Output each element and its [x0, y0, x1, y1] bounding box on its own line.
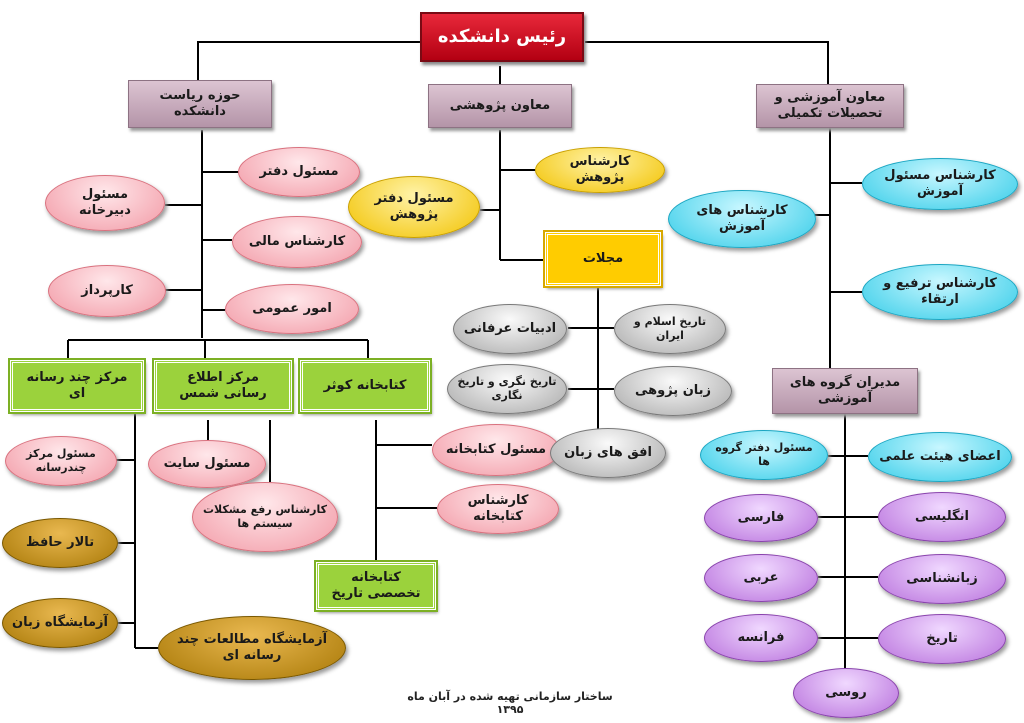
russian-dept-node: روسی — [793, 668, 899, 718]
education-header: معاون آموزشی و تحصیلات تکمیلی — [756, 84, 904, 128]
historiography-node: تاریخ نگری و تاریخ نگاری — [447, 364, 567, 414]
faculty-members-node: اعضای هیئت علمی — [868, 432, 1012, 482]
research-expert-node: کارشناس پژوهش — [535, 147, 665, 193]
multimedia-studies-lab-node: آزمایشگاه مطالعات چند رسانه ای — [158, 616, 346, 680]
education-experts-node: کارشناس های آموزش — [668, 190, 816, 248]
promotion-expert-node: کارشناس ترفیع و ارتقاء — [862, 264, 1018, 320]
general-affairs-node: امور عمومی — [225, 284, 359, 334]
language-lab-node: آزمایشگاه زبان — [2, 598, 118, 648]
chart-caption: ساختار سازمانی تهیه شده در آبان ماه ۱۳۹۵ — [407, 690, 613, 716]
mystical-literature-node: ادبیات عرفانی — [453, 304, 567, 354]
system-support-node: کارشناس رفع مشکلات سیستم ها — [192, 482, 338, 552]
head-education-expert-node: کارشناس مسئول آموزش — [862, 158, 1018, 210]
office-manager-node: مسئول دفتر — [238, 147, 360, 197]
it-center-header: مرکز اطلاع رسانی شمس — [152, 358, 294, 414]
dean-box: رئیس دانشکده — [420, 12, 584, 62]
presidency-header: حوزه ریاست دانشکده — [128, 80, 272, 128]
history-library-node: کتابخانه تخصصی تاریخ — [314, 560, 438, 612]
arabic-dept-node: عربی — [704, 554, 818, 602]
research-header: معاون پژوهشی — [428, 84, 572, 128]
multimedia-center-header: مرکز چند رسانه ای — [8, 358, 146, 414]
journals-header: مجلات — [543, 230, 663, 288]
history-dept-node: تاریخ — [878, 614, 1006, 664]
departments-header: مدیران گروه های آموزشی — [772, 368, 918, 414]
secretariat-node: مسئول دبیرخانه — [45, 175, 165, 231]
persian-dept-node: فارسی — [704, 494, 818, 542]
linguistics-dept-node: زبانشناسی — [878, 554, 1006, 604]
islamic-history-node: تاریخ اسلام و ایران — [614, 304, 726, 354]
research-office-node: مسئول دفتر پژوهش — [348, 176, 480, 238]
library-header: کتابخانه کوثر — [298, 358, 432, 414]
finance-expert-node: کارشناس مالی — [232, 216, 362, 268]
english-dept-node: انگلیسی — [878, 492, 1006, 542]
library-expert-node: کارشناس کتابخانه — [437, 484, 559, 534]
site-manager-node: مسئول سایت — [148, 440, 266, 488]
multimedia-manager-node: مسئول مرکز چندرسانه — [5, 436, 117, 486]
language-horizons-node: افق های زبان — [550, 428, 666, 478]
librarian-node: مسئول کتابخانه — [432, 424, 560, 476]
language-research-node: زبان پژوهی — [614, 366, 732, 416]
department-office-node: مسئول دفتر گروه ها — [700, 430, 828, 480]
french-dept-node: فرانسه — [704, 614, 818, 662]
hafez-hall-node: تالار حافظ — [2, 518, 118, 568]
procurement-node: کارپرداز — [48, 265, 166, 317]
